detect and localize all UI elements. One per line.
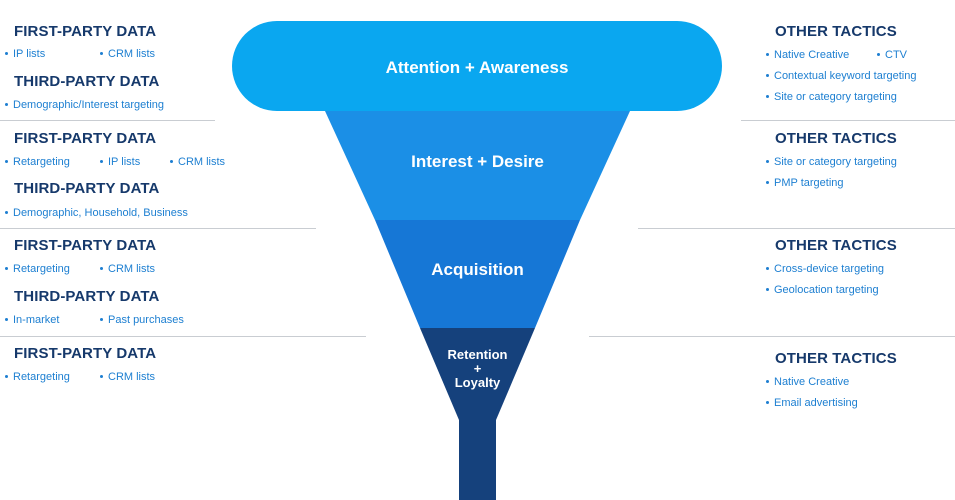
funnel-stage-interest: [325, 111, 630, 220]
list-item: Demographic, Household, Business: [5, 207, 188, 219]
other-tactics-heading: OTHER TACTICS: [775, 130, 897, 147]
list-item: IP lists: [5, 48, 45, 60]
list-item: Retargeting: [5, 263, 70, 275]
stage-label-retention-plus: +: [473, 361, 482, 376]
first-party-heading: FIRST-PARTY DATA: [14, 345, 157, 362]
funnel-spout: [459, 420, 496, 500]
list-item: Site or category targeting: [766, 156, 897, 168]
list-item: CRM lists: [170, 156, 225, 168]
list-item: CRM lists: [100, 263, 155, 275]
third-party-heading: THIRD-PARTY DATA: [14, 288, 160, 305]
funnel-stage-retention: [420, 328, 535, 420]
list-item: Native Creative: [766, 376, 849, 388]
list-item: PMP targeting: [766, 177, 844, 189]
other-tactics-heading: OTHER TACTICS: [775, 237, 897, 254]
list-item: Past purchases: [100, 314, 184, 326]
list-item: Email advertising: [766, 397, 858, 409]
stage-label-attention: Attention + Awareness: [385, 58, 569, 77]
stage-label-loyalty: Loyalty: [454, 375, 501, 390]
divider: [741, 120, 955, 121]
list-item: Site or category targeting: [766, 91, 897, 103]
list-item: Contextual keyword targeting: [766, 70, 916, 82]
first-party-heading: FIRST-PARTY DATA: [14, 23, 157, 40]
first-party-heading: FIRST-PARTY DATA: [14, 130, 157, 147]
first-party-heading: FIRST-PARTY DATA: [14, 237, 157, 254]
other-tactics-heading: OTHER TACTICS: [775, 23, 897, 40]
third-party-heading: THIRD-PARTY DATA: [14, 180, 160, 197]
list-item: CRM lists: [100, 48, 155, 60]
funnel-stage-acquisition: [375, 220, 580, 328]
other-tactics-heading: OTHER TACTICS: [775, 350, 897, 367]
divider: [0, 336, 366, 337]
stage-label-interest: Interest + Desire: [411, 152, 544, 171]
list-item: Native Creative: [766, 49, 849, 61]
list-item: CTV: [877, 49, 907, 61]
divider: [638, 228, 955, 229]
list-item: Retargeting: [5, 371, 70, 383]
divider: [0, 120, 215, 121]
stage-label-acquisition: Acquisition: [431, 260, 524, 279]
third-party-heading: THIRD-PARTY DATA: [14, 73, 160, 90]
divider: [0, 228, 316, 229]
list-item: Cross-device targeting: [766, 263, 884, 275]
list-item: Retargeting: [5, 156, 70, 168]
stage-label-retention: Retention: [447, 347, 508, 362]
list-item: CRM lists: [100, 371, 155, 383]
list-item: Demographic/Interest targeting: [5, 99, 164, 111]
funnel-stage-attention: [232, 21, 722, 111]
list-item: IP lists: [100, 156, 140, 168]
divider: [589, 336, 955, 337]
list-item: Geolocation targeting: [766, 284, 879, 296]
list-item: In-market: [5, 314, 59, 326]
